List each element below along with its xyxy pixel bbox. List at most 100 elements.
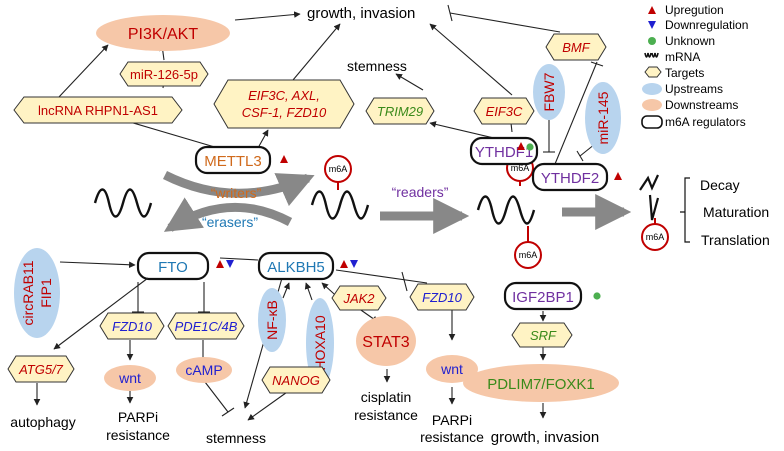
trim29-label: TRIM29 — [377, 104, 423, 119]
pdlim7-node — [463, 364, 619, 402]
mrna-right-icon — [476, 195, 536, 225]
bmf-label: BMF — [562, 40, 591, 55]
growth-invasion-top: growth, invasion — [307, 5, 415, 22]
fto-down-icon — [226, 260, 234, 268]
ythdf2-label: YTHDF2 — [541, 170, 599, 187]
igf2bp1-label: IGF2BP1 — [512, 289, 574, 306]
pde1c-label: PDE1C/4B — [175, 319, 238, 334]
alkbh5-label: ALKBH5 — [267, 259, 325, 276]
cisplatin-label: cisplatin — [361, 389, 412, 405]
parpi-fto-label: PARPi — [118, 409, 158, 425]
circrab11-label: circRAB11 — [20, 260, 36, 325]
ythdf2-up-icon — [614, 172, 622, 180]
fto-label: FTO — [158, 259, 188, 276]
m6a-fragment-icon — [641, 223, 669, 251]
wnt-alkbh5-label: wnt — [440, 361, 463, 377]
legend-unknown: Unknown — [665, 34, 715, 48]
stemness-top: stemness — [347, 58, 407, 74]
legend-upregulation: Upregution — [665, 3, 724, 17]
ythdf1-up-icon — [517, 142, 525, 150]
pdlim7-label: PDLIM7/FOXK1 — [487, 376, 595, 393]
fto-up-icon — [216, 260, 224, 268]
resistance-alkbh5-label: resistance — [420, 429, 484, 445]
mrna-fragment-icon — [639, 174, 659, 191]
jak2-node — [331, 285, 387, 311]
stemness-bottom-label: stemness — [206, 430, 266, 446]
erasers-arrow — [163, 197, 293, 232]
upstreams-icon — [642, 83, 662, 95]
fbw7-node — [533, 64, 565, 120]
eif3c-axl-line1: EIF3C, AXL, — [248, 88, 320, 103]
nfkb-node — [258, 288, 286, 352]
maturation-label: Maturation — [703, 204, 769, 220]
fzd10-alkbh5-label: FZD10 — [422, 290, 463, 305]
writers-label: “writers” — [211, 185, 262, 201]
fzd10-alkbh5-node — [409, 283, 475, 311]
wnt-alkbh5-node — [426, 355, 478, 383]
m6a-igf-icon — [514, 241, 542, 269]
alkbh5-down-icon — [350, 260, 358, 268]
igf2bp1-node — [503, 281, 583, 311]
eif3c-axl-node — [213, 79, 355, 129]
alkbh5-up-icon — [340, 260, 348, 268]
ythdf1-unknown-icon — [526, 143, 534, 151]
wnt-fto-label: wnt — [118, 370, 141, 386]
pi3k-akt-label: PI3K/AKT — [128, 26, 198, 43]
resistance-fto-label: resistance — [106, 427, 170, 443]
nanog-node — [261, 366, 331, 394]
cisplatin-resistance-label: resistance — [354, 407, 418, 423]
eif3c-label: EIF3C — [486, 104, 523, 119]
trim29-node — [365, 97, 435, 125]
jak2-label: JAK2 — [342, 291, 375, 306]
translation-label: Translation — [701, 232, 770, 248]
autophagy-label: autophagy — [10, 414, 75, 430]
stat3-label: STAT3 — [362, 334, 410, 351]
mettl3-node — [194, 145, 272, 175]
legend-downstreams: Downstreams — [665, 98, 738, 112]
atg57-node — [7, 355, 75, 383]
growth-invasion-bottom: growth, invasion — [491, 429, 599, 446]
mettl3-up-icon — [280, 155, 288, 163]
readers-label: “readers” — [392, 184, 449, 200]
legend-mrna: mRNA — [665, 50, 700, 64]
mir145-node — [585, 82, 621, 154]
fzd10-fto-label: FZD10 — [112, 319, 153, 334]
nfkb-label: NF-κB — [264, 300, 280, 340]
legend: Upregution Downregulation Unknown mRNA T… — [641, 3, 748, 129]
m6a-center-label: m6A — [329, 164, 348, 174]
lncrna-label: lncRNA RHPN1-AS1 — [38, 103, 158, 118]
m6a-igf-label: m6A — [519, 250, 538, 260]
decay-label: Decay — [700, 177, 740, 193]
legend-downregulation: Downregulation — [665, 18, 748, 32]
stat3-node — [356, 316, 416, 366]
atg57-label: ATG5/7 — [18, 362, 64, 377]
camp-label: cAMP — [185, 362, 222, 378]
downstreams-icon — [642, 99, 662, 111]
mir126-label: miR-126-5p — [130, 67, 198, 82]
pi3k-akt-node — [96, 15, 230, 51]
fbw7-label: FBW7 — [541, 72, 557, 111]
alkbh5-node — [257, 251, 335, 281]
mir145-label: miR-145 — [595, 91, 611, 144]
m6a-center-icon — [324, 155, 352, 183]
bmf-node — [545, 33, 607, 61]
camp-node — [176, 357, 232, 383]
mir126-node — [119, 61, 209, 87]
unknown-icon — [648, 37, 656, 45]
nanog-label: NANOG — [272, 373, 320, 388]
m6a-regulators-icon — [641, 115, 663, 129]
mettl3-label: METTL3 — [204, 153, 262, 170]
fzd10-fto-node — [99, 312, 165, 340]
legend-upstreams: Upstreams — [665, 82, 723, 96]
erasers-label: “erasers” — [202, 214, 258, 230]
writers-arrow — [162, 170, 315, 207]
mrna-icon — [644, 52, 659, 58]
eif3c-axl-line2: CSF-1, FZD10 — [242, 105, 327, 120]
lncrna-node — [13, 96, 183, 124]
fip1-label: FIP1 — [38, 278, 54, 308]
eif3c-node — [473, 97, 535, 125]
legend-m6a-regulators: m6A regulators — [665, 115, 746, 129]
ythdf2-node — [531, 162, 609, 192]
srf-node — [511, 322, 573, 348]
